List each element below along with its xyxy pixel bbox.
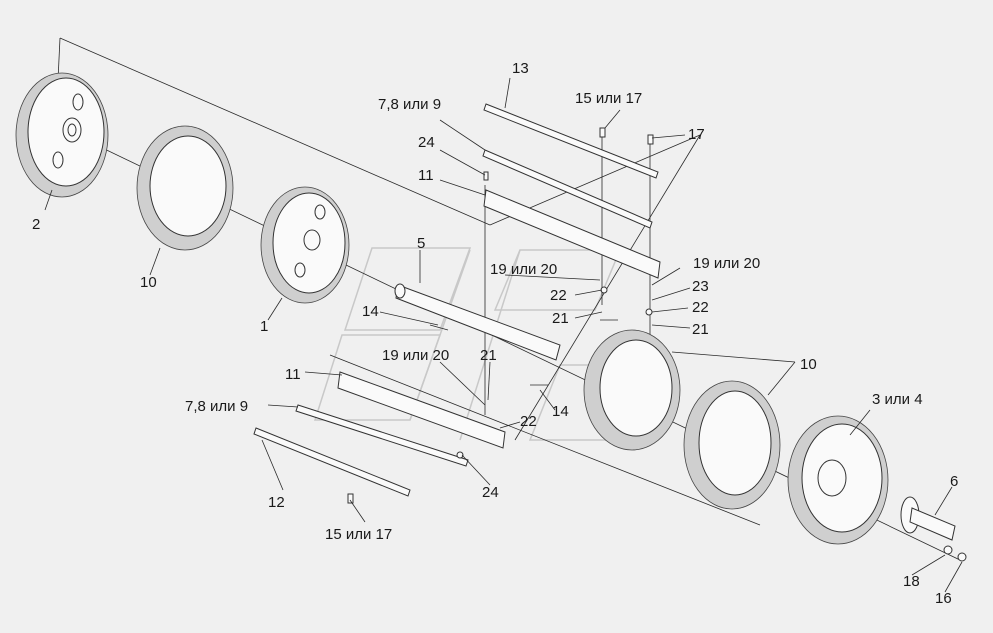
disc-part-1 — [260, 186, 350, 304]
label-19-or-20-left: 19 или 20 — [382, 347, 449, 364]
shaft-part-5 — [394, 283, 561, 361]
label-14-top: 14 — [362, 303, 379, 320]
label-17: 17 — [688, 126, 705, 143]
label-24-top: 24 — [418, 134, 435, 151]
rim-ring-part-10-right-a — [583, 329, 681, 451]
leader-lines — [44, 77, 963, 593]
label-5: 5 — [417, 235, 425, 252]
label-23: 23 — [692, 278, 709, 295]
label-11-lower: 11 — [285, 366, 301, 383]
bar-part-13 — [483, 103, 659, 179]
label-19-or-20-center: 19 или 20 — [490, 261, 557, 278]
label-2: 2 — [32, 216, 40, 233]
knife-bar-upper — [482, 149, 653, 229]
label-22-right: 22 — [692, 299, 709, 316]
label-7-8-or-9-lower: 7,8 или 9 — [185, 398, 248, 415]
label-14-lower: 14 — [552, 403, 569, 420]
label-22-center: 22 — [550, 287, 567, 304]
label-18: 18 — [903, 573, 920, 590]
label-22-lower: 22 — [520, 413, 537, 430]
hub-part-6 — [900, 496, 967, 562]
knife-bar-lower — [295, 404, 469, 467]
part-labels: 13 15 или 17 7,8 или 9 17 24 11 2 5 19 и… — [32, 60, 958, 607]
wheel-part-2 — [15, 72, 109, 198]
label-10-left: 10 — [140, 274, 157, 291]
label-1: 1 — [260, 318, 268, 335]
bracket-part-11-upper — [483, 189, 661, 279]
label-21-right: 21 — [692, 321, 709, 338]
rim-ring-part-10-right-b — [683, 380, 781, 510]
label-15-or-17-top: 15 или 17 — [575, 90, 642, 107]
label-21-center: 21 — [552, 310, 569, 327]
label-3-or-4: 3 или 4 — [872, 391, 923, 408]
label-19-or-20-right: 19 или 20 — [693, 255, 760, 272]
label-7-8-or-9-top: 7,8 или 9 — [378, 96, 441, 113]
label-10-right: 10 — [800, 356, 817, 373]
bracket-part-11-lower — [337, 371, 506, 449]
label-11-top: 11 — [418, 167, 434, 184]
label-13: 13 — [512, 60, 529, 77]
label-6: 6 — [950, 473, 958, 490]
wheel-part-3-or-4 — [787, 415, 889, 545]
fasteners — [347, 127, 654, 504]
rim-ring-part-10-left — [136, 125, 234, 251]
label-12: 12 — [268, 494, 285, 511]
label-16: 16 — [935, 590, 952, 607]
label-24-lower: 24 — [482, 484, 499, 501]
label-15-or-17-lower: 15 или 17 — [325, 526, 392, 543]
label-21-lower: 21 — [480, 347, 497, 364]
bar-part-12 — [253, 427, 411, 497]
